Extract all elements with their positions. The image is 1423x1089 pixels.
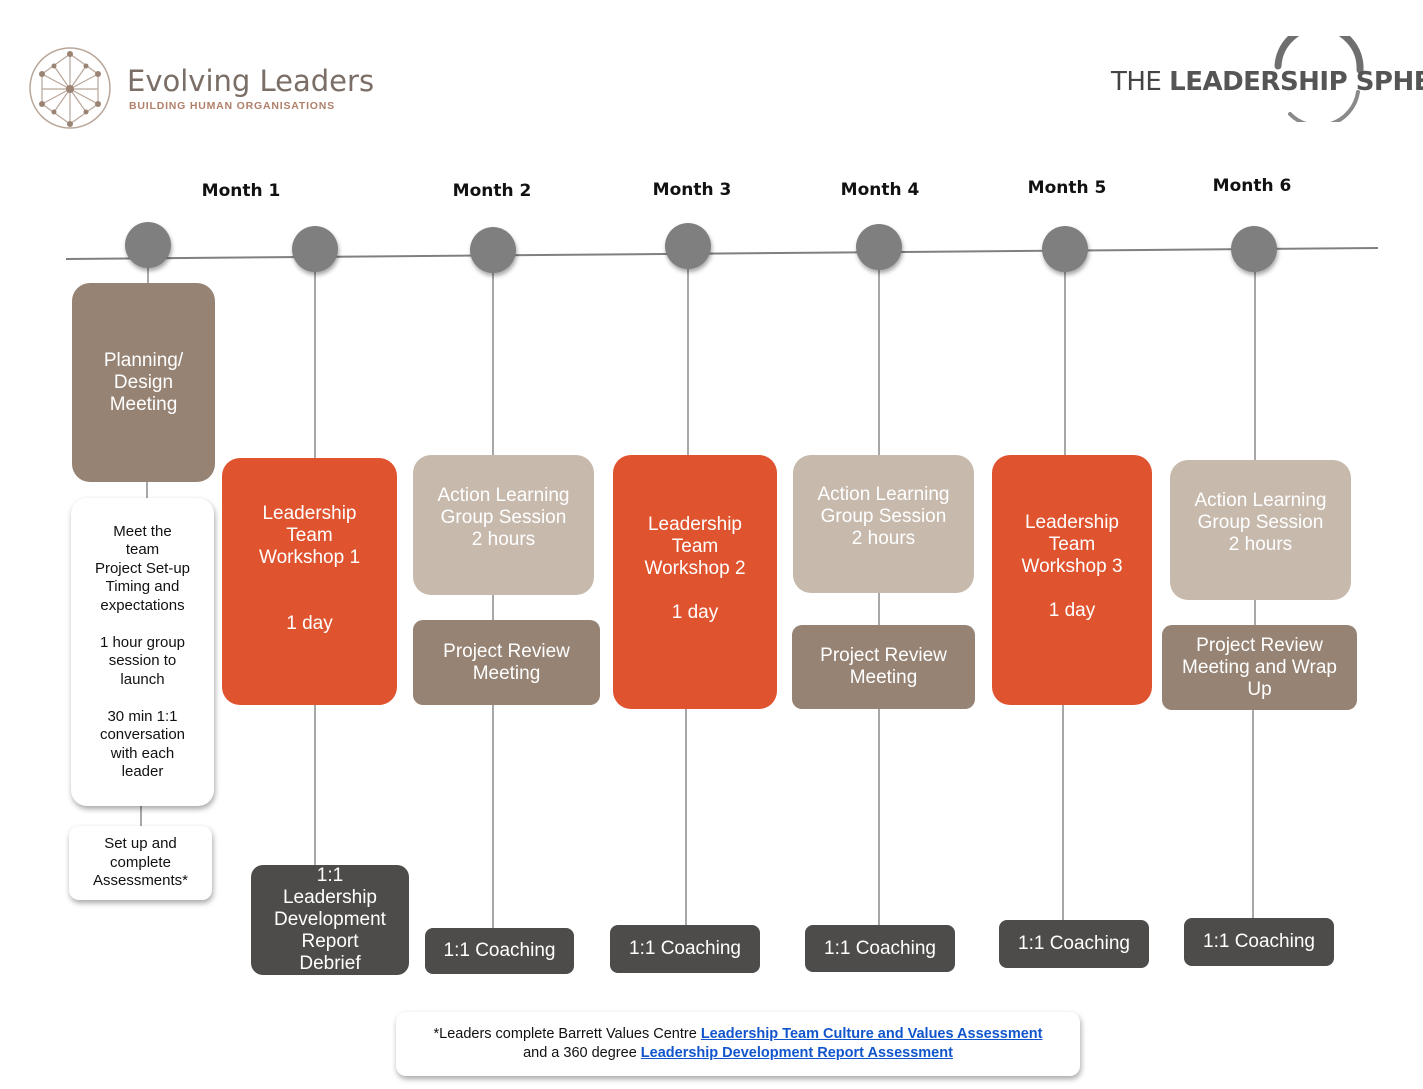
- timeline-node: [292, 226, 338, 272]
- network-globe-icon: [29, 47, 111, 129]
- coaching-box-2: 1:1 Coaching: [610, 925, 760, 973]
- meet-the-team-note: Meet the team Project Set-up Timing and …: [71, 498, 214, 806]
- workshop-3-box: Leadership Team Workshop 3 1 day: [992, 455, 1152, 705]
- planning-design-meeting-box: Planning/ Design Meeting: [72, 283, 215, 482]
- month-6-label: Month 6: [1212, 176, 1292, 196]
- coaching-box-4: 1:1 Coaching: [999, 920, 1149, 968]
- coaching-box-3: 1:1 Coaching: [805, 925, 955, 972]
- month-1-label: Month 1: [201, 181, 281, 201]
- month-2-label: Month 2: [452, 181, 532, 201]
- assessments-note: Set up and complete Assessments*: [69, 826, 212, 900]
- month-3-label: Month 3: [652, 180, 732, 200]
- wordmark-bold: LEADERSHIP SPHERE: [1169, 67, 1423, 97]
- workshop-1-box: Leadership Team Workshop 1 1 day: [222, 458, 397, 705]
- coaching-box-5: 1:1 Coaching: [1184, 918, 1334, 966]
- action-learning-box-1: Action Learning Group Session 2 hours: [413, 455, 594, 595]
- action-learning-box-3: Action Learning Group Session 2 hours: [1170, 460, 1351, 600]
- development-report-assessment-link[interactable]: Leadership Development Report Assessment: [640, 1045, 953, 1061]
- leadership-sphere-wordmark: THE LEADERSHIP SPHERE: [1111, 67, 1423, 97]
- month-5-label: Month 5: [1027, 178, 1107, 198]
- footnote-line-2: and a 360 degree Leadership Development …: [396, 1044, 1080, 1063]
- timeline-node: [665, 223, 711, 269]
- evolving-leaders-name: Evolving Leaders: [127, 64, 375, 98]
- sphere-swoosh-icon: [1274, 36, 1364, 122]
- footnote-line-2-prefix: and a 360 degree: [523, 1045, 641, 1061]
- wordmark-prefix: THE: [1111, 67, 1170, 97]
- timeline-node: [856, 224, 902, 270]
- action-learning-box-2: Action Learning Group Session 2 hours: [793, 455, 974, 593]
- timeline-node: [470, 227, 516, 273]
- timeline-node: [1231, 226, 1277, 272]
- timeline-axis: [65, 247, 1379, 260]
- project-review-box-2: Project Review Meeting: [792, 625, 975, 709]
- project-review-box-1: Project Review Meeting: [413, 620, 600, 705]
- month-4-label: Month 4: [840, 180, 920, 200]
- assessment-footnote: *Leaders complete Barrett Values Centre …: [396, 1012, 1080, 1076]
- evolving-leaders-tagline: BUILDING HUMAN ORGANISATIONS: [129, 100, 335, 112]
- debrief-box: 1:1 Leadership Development Report Debrie…: [251, 865, 409, 975]
- workshop-2-box: Leadership Team Workshop 2 1 day: [613, 455, 777, 709]
- culture-values-assessment-link[interactable]: Leadership Team Culture and Values Asses…: [700, 1026, 1043, 1042]
- project-review-box-3: Project Review Meeting and Wrap Up: [1162, 625, 1357, 710]
- coaching-box-1: 1:1 Coaching: [425, 928, 574, 974]
- timeline-node: [1042, 226, 1088, 272]
- timeline-node: [125, 222, 171, 268]
- footnote-line-1: *Leaders complete Barrett Values Centre …: [396, 1025, 1080, 1044]
- footnote-line-1-prefix: *Leaders complete Barrett Values Centre: [433, 1026, 701, 1042]
